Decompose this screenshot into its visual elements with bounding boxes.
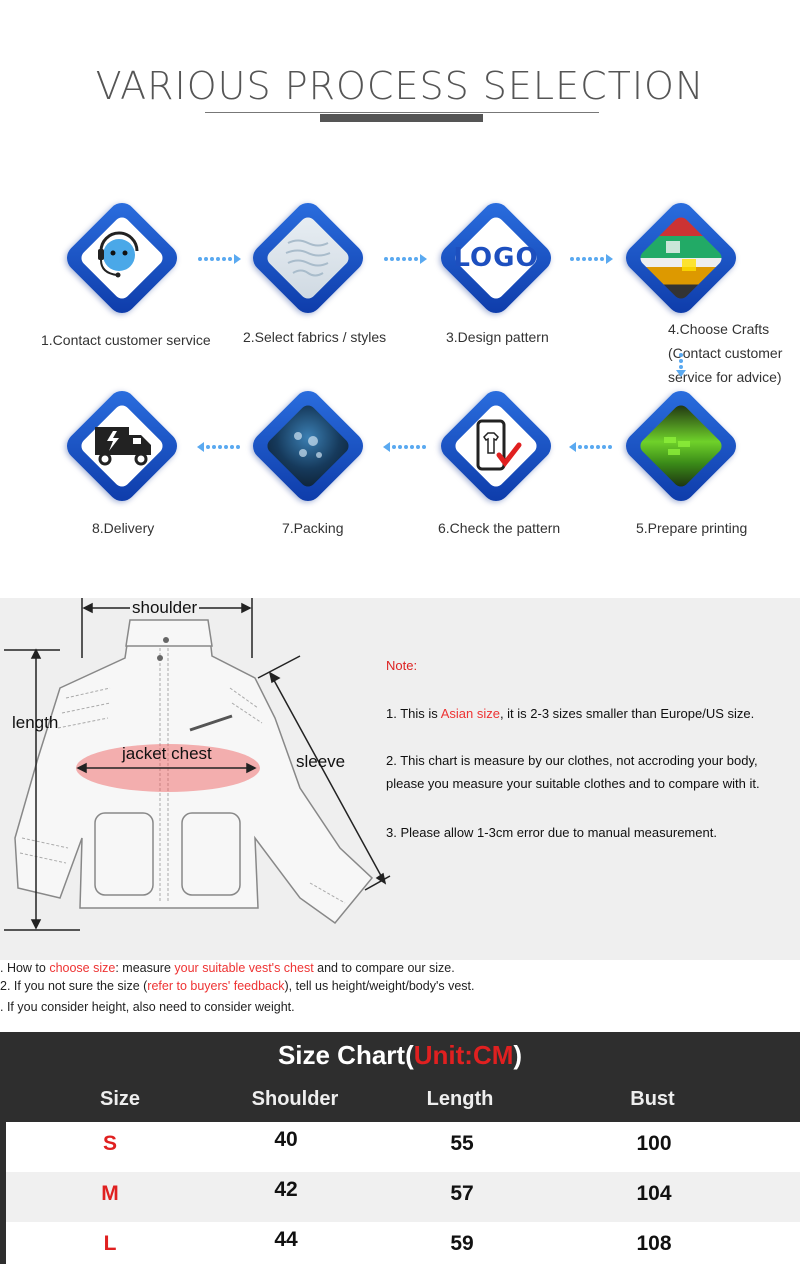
- chest-label: jacket chest: [122, 744, 212, 763]
- step-label: 5.Prepare printing: [636, 520, 748, 536]
- shoulder-cell: 42: [274, 1178, 298, 1201]
- shoulder-cell: 40: [274, 1128, 298, 1151]
- size-chart-title: Size Chart(Unit:CM): [277, 1040, 523, 1070]
- jacket-diagram: [4, 598, 391, 931]
- step-label: 2.Select fabrics / styles: [243, 329, 387, 345]
- tip-1: . How to choose size: measure your suita…: [0, 961, 455, 975]
- step-prepare-printing: [616, 381, 746, 511]
- table-row: M 42 57 104: [6, 1172, 800, 1222]
- headset-icon: [98, 231, 139, 278]
- table-row: S 40 55 100: [6, 1122, 800, 1172]
- header-length: Length: [426, 1088, 494, 1110]
- note-3: 3. Please allow 1-3cm error due to manua…: [386, 825, 717, 840]
- table-row: L 44 59 108: [6, 1222, 800, 1264]
- step-label-multiline: 4.Choose Crafts (Contact customer servic…: [668, 321, 783, 385]
- step-check-pattern: [431, 381, 561, 511]
- printing-icon: [664, 437, 690, 455]
- length-cell: 59: [450, 1232, 474, 1255]
- size-cell: M: [101, 1182, 119, 1205]
- step-choose-crafts: [616, 193, 746, 323]
- arrow-right-icon: [384, 254, 427, 264]
- title-bar: [320, 114, 483, 122]
- step-label: 1.Contact customer service: [41, 332, 211, 348]
- process-section: VARIOUS PROCESS SELECTION 1.Contact cust…: [0, 0, 800, 598]
- size-cell: L: [103, 1232, 117, 1255]
- fabric-icon: [285, 239, 331, 277]
- step-delivery: [57, 381, 187, 511]
- step-label: 3.Design pattern: [446, 329, 549, 345]
- step-design-pattern: LOGO: [431, 193, 561, 323]
- size-tips: . How to choose size: measure your suita…: [0, 960, 800, 1032]
- arrow-left-icon: [383, 442, 426, 452]
- arrow-left-icon: [197, 442, 240, 452]
- sleeve-label: sleeve: [296, 752, 346, 771]
- size-chart: Size Chart(Unit:CM) Size Shoulder Length…: [0, 1032, 800, 1264]
- title-underline: [205, 112, 599, 113]
- header-shoulder: Shoulder: [251, 1088, 339, 1110]
- arrow-right-icon: [198, 254, 241, 264]
- note-1: 1. This is Asian size, it is 2-3 sizes s…: [386, 706, 755, 721]
- tip-2: 2. If you not sure the size (refer to bu…: [0, 979, 475, 993]
- header-bust: Bust: [630, 1088, 675, 1110]
- shoulder-cell: 44: [274, 1228, 298, 1251]
- length-cell: 55: [450, 1132, 474, 1155]
- arrow-right-icon: [570, 254, 613, 264]
- logo-icon: LOGO: [453, 243, 539, 273]
- packing-icon: [294, 432, 322, 458]
- arrow-down-icon: [676, 353, 686, 377]
- bust-cell: 108: [636, 1232, 672, 1255]
- length-label: length: [12, 713, 59, 732]
- arrow-left-icon: [569, 442, 612, 452]
- shoulder-label: shoulder: [130, 598, 200, 618]
- truck-icon: [95, 427, 151, 466]
- step-contact-service: [57, 193, 187, 323]
- size-table-body: S 40 55 100 M 42 57 104 L 44 59 108: [6, 1122, 800, 1264]
- step-label: 8.Delivery: [92, 520, 155, 536]
- step-packing: [243, 381, 373, 511]
- size-cell: S: [102, 1132, 117, 1155]
- step-label: 6.Check the pattern: [438, 520, 561, 536]
- bust-cell: 100: [636, 1132, 672, 1155]
- process-title: VARIOUS PROCESS SELECTION: [95, 64, 705, 108]
- header-size: Size: [99, 1088, 141, 1110]
- phone-check-icon: [476, 419, 522, 471]
- crafts-icon: [666, 241, 696, 271]
- step-select-fabrics: [243, 193, 373, 323]
- note-2: 2. This chart is measure by our clothes,…: [386, 753, 760, 791]
- measurement-section: shoulder length jacket chest sleeve Note…: [0, 598, 800, 960]
- note-title: Note:: [386, 658, 418, 673]
- step-label: 7.Packing: [282, 520, 344, 536]
- tip-3: . If you consider height, also need to c…: [0, 1000, 295, 1014]
- bust-cell: 104: [636, 1182, 672, 1205]
- length-cell: 57: [450, 1182, 474, 1205]
